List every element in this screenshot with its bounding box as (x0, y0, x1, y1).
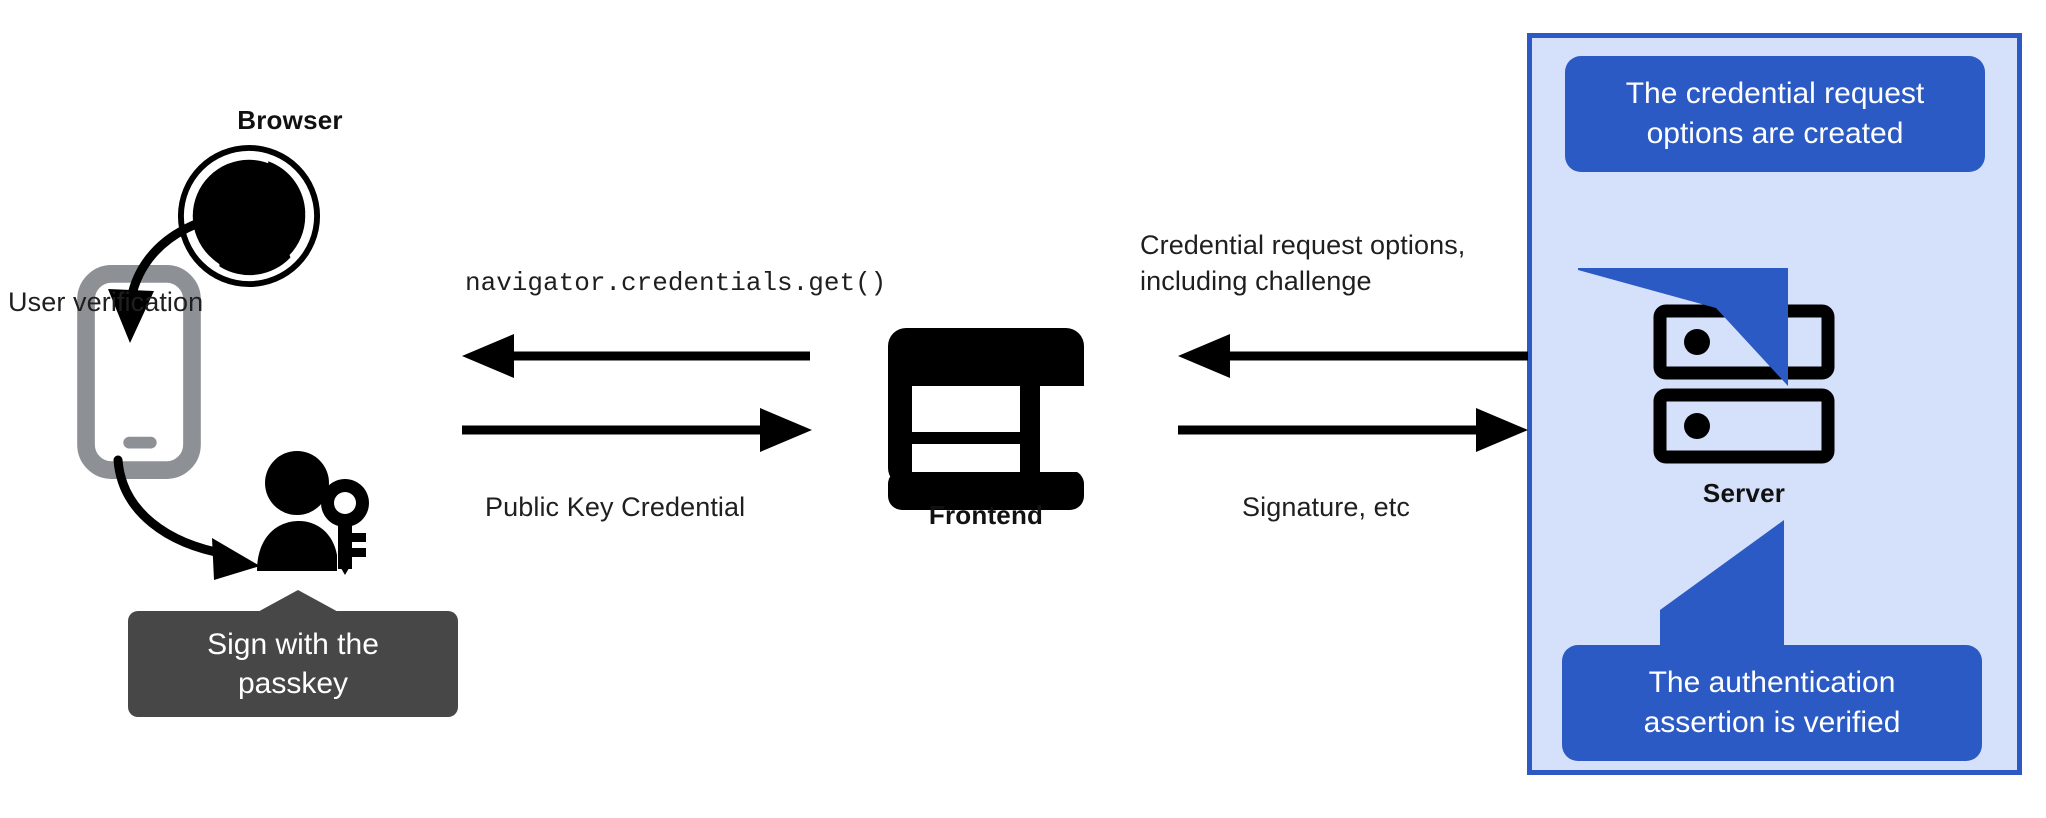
navigator-credentials-get-label: navigator.credentials.get() (465, 268, 887, 298)
sign-with-passkey-tooltip: Sign with the passkey (128, 589, 458, 717)
sign-with-passkey-text: Sign with the passkey (128, 611, 458, 717)
device-to-user-arrow (108, 452, 308, 602)
server-callout-top: The credential request options are creat… (1565, 56, 1985, 172)
credential-request-options-label: Credential request options, including ch… (1140, 230, 1466, 296)
signature-etc-label: Signature, etc (1242, 492, 1411, 522)
public-key-credential-label: Public Key Credential (485, 492, 746, 522)
server-callout-bottom-tail (1640, 520, 1880, 650)
browser-label: Browser (237, 105, 343, 135)
server-callout-top-tail (1566, 268, 1816, 388)
server-callout-bottom: The authentication assertion is verified (1562, 645, 1982, 761)
user-verification-label: User verification (8, 287, 204, 317)
server-label: Server (1702, 478, 1786, 508)
browser-to-device-arrow (96, 185, 306, 375)
frontend-label: Frontend (928, 500, 1044, 530)
arrow-frontend-to-server (1178, 408, 1528, 452)
web-layout-icon (888, 328, 1088, 510)
arrow-browser-to-frontend (462, 408, 812, 452)
person-with-key-icon (255, 445, 375, 575)
arrow-server-to-frontend (1178, 334, 1528, 378)
arrow-frontend-to-browser (462, 334, 812, 378)
